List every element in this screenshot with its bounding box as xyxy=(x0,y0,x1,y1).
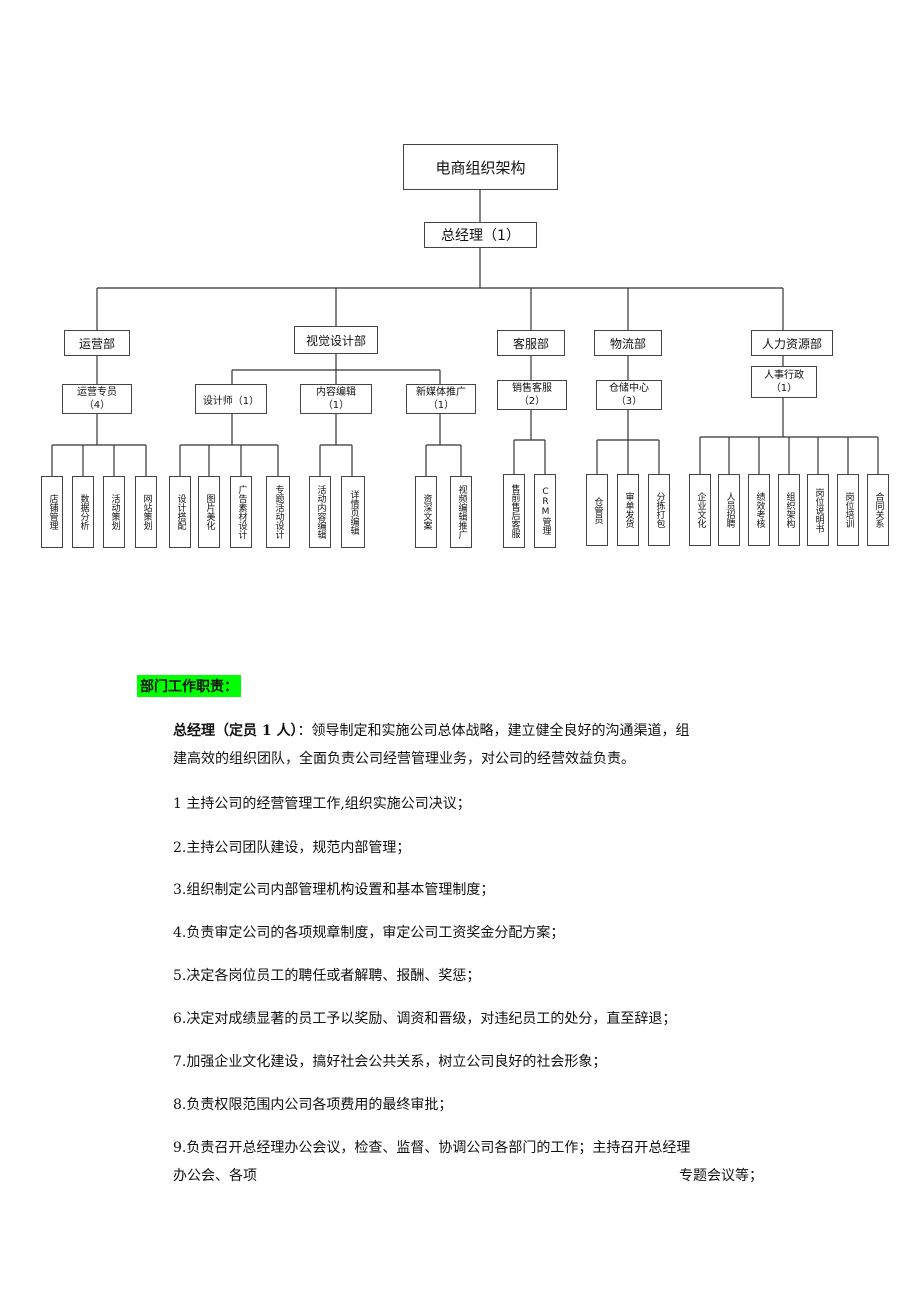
dept-hr: 人力资源部 xyxy=(751,330,833,356)
task-box: 设计搭配 xyxy=(169,476,191,548)
dept-visual-design: 视觉设计部 xyxy=(294,326,378,354)
dept-operations: 运营部 xyxy=(64,330,130,356)
task-box: CRM管理 xyxy=(534,474,556,548)
gm-intro-rest: ：领导制定和实施公司总体战略，建立健全良好的沟通渠道，组 xyxy=(297,723,690,739)
duty-item-cont-left: 办公会、各项 xyxy=(173,1168,257,1184)
task-box: 人员招聘 xyxy=(718,474,740,546)
duty-item: 2.主持公司团队建设，规范内部管理； xyxy=(173,840,411,856)
task-box: 企业文化 xyxy=(689,474,711,546)
duty-item-cont-right: 专题会议等； xyxy=(679,1168,763,1184)
task-box: 数据分析 xyxy=(72,476,94,548)
task-box: 活动策划 xyxy=(103,476,125,548)
task-box: 视频编辑推广 xyxy=(450,476,472,548)
role-designer: 设计师（1） xyxy=(195,384,267,414)
role-operations-specialist: 运营专员 （4） xyxy=(62,384,132,414)
task-box: 图片美化 xyxy=(198,476,220,548)
task-box: 绩效考核 xyxy=(748,474,770,546)
duty-item: 4.负责审定公司的各项规章制度，审定公司工资奖金分配方案； xyxy=(173,925,565,941)
task-box: 仓管员 xyxy=(586,474,608,546)
task-box: 审单发货 xyxy=(617,474,639,546)
task-box: 活动内容编辑 xyxy=(309,476,331,548)
duty-item: 9.负责召开总经理办公会议，检查、监督、协调公司各部门的工作；主持召开总经理 xyxy=(173,1140,691,1156)
role-warehouse: 仓储中心 （3） xyxy=(596,380,662,410)
task-box: 岗位说明书 xyxy=(807,474,829,546)
duty-item: 8.负责权限范围内公司各项费用的最终审批； xyxy=(173,1097,453,1113)
section-heading: 部门工作职责： xyxy=(137,675,241,697)
gm-intro-bold: 总经理（定员 1 人） xyxy=(173,723,298,739)
task-box: 专题活动设计 xyxy=(266,476,290,548)
task-box: 分拣打包 xyxy=(648,474,670,546)
dept-customer-service: 客服部 xyxy=(497,330,565,356)
task-box: 店铺管理 xyxy=(41,476,63,548)
duty-item: 3.组织制定公司内部管理机构设置和基本管理制度； xyxy=(173,882,495,898)
chart-title: 电商组织架构 xyxy=(403,144,558,190)
task-box: 资深文案 xyxy=(415,476,437,548)
duty-item: 5.决定各岗位员工的聘任或者解聘、报酬、奖惩； xyxy=(173,968,481,984)
gm-intro-line2: 建高效的组织团队，全面负责公司经营管理业务，对公司的经营效益负责。 xyxy=(173,751,635,767)
dept-logistics: 物流部 xyxy=(594,330,662,356)
role-sales-service: 销售客服 （2） xyxy=(497,380,567,410)
task-box: 详情页编辑 xyxy=(341,476,365,548)
general-manager-node: 总经理（1） xyxy=(424,222,537,248)
task-box: 广告素材设计 xyxy=(230,476,252,548)
task-box: 售前售后客服 xyxy=(503,474,525,548)
task-box: 网站策划 xyxy=(135,476,157,548)
role-new-media: 新媒体推广 （1） xyxy=(406,384,476,414)
task-box: 组织架构 xyxy=(778,474,800,546)
duty-item: 7.加强企业文化建设，搞好社会公共关系，树立公司良好的社会形象； xyxy=(173,1054,607,1070)
role-content-editor: 内容编辑 （1） xyxy=(300,384,372,414)
duty-item: 6.决定对成绩显著的员工予以奖励、调资和晋级，对违纪员工的处分，直至辞退； xyxy=(173,1011,677,1027)
task-box: 岗位培训 xyxy=(837,474,859,546)
org-chart: 电商组织架构 总经理（1） 运营部 视觉设计部 客服部 物流部 人力资源部 运营… xyxy=(0,0,920,600)
org-chart-connectors xyxy=(51,190,879,476)
task-box: 合同关系 xyxy=(867,474,889,546)
role-hr-admin: 人事行政 （1） xyxy=(751,366,817,398)
duty-item: 1 主持公司的经营管理工作,组织实施公司决议； xyxy=(173,796,471,812)
gm-intro-line1: 总经理（定员 1 人）：领导制定和实施公司总体战略，建立健全良好的沟通渠道，组 xyxy=(173,720,690,740)
